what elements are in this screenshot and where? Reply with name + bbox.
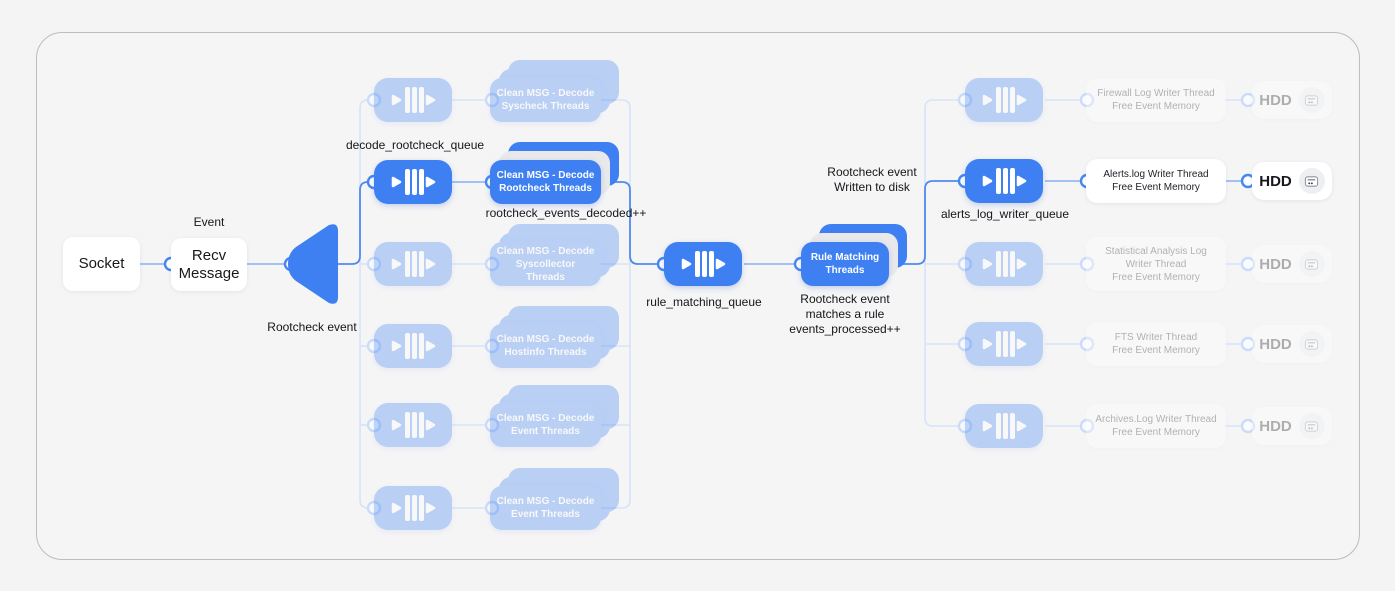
hard-drive-icon: [1298, 168, 1325, 194]
hard-drive-icon: [1298, 331, 1325, 357]
hdd-label: HDD: [1259, 335, 1292, 353]
thread-label: Clean MSG - Decode Hostinfo Threads: [490, 324, 601, 368]
queue-icon: [374, 486, 452, 530]
free-memory-label: Free Event Memory: [1112, 182, 1200, 193]
queue-icon: [965, 159, 1043, 203]
thread-stack: Clean MSG - Decode Syscollector Threads: [490, 224, 619, 286]
diagram-frame: [36, 32, 1360, 560]
writer-thread-card: Firewall Log Writer Thread Free Event Me…: [1086, 78, 1226, 122]
queue-icon: [965, 322, 1043, 366]
writer-thread-label: Statistical Analysis Log Writer Thread: [1105, 245, 1207, 270]
writer-thread-card: Archives.Log Writer Thread Free Event Me…: [1086, 404, 1226, 448]
rule-matching-queue-label: rule_matching_queue: [646, 295, 762, 309]
thread-label: Clean MSG - Decode Syscollector Threads: [490, 242, 601, 286]
hard-drive-icon: [1298, 87, 1325, 113]
hdd-label: HDD: [1259, 91, 1292, 109]
writer-thread-label: FTS Writer Thread: [1114, 332, 1198, 343]
writer-thread-card: FTS Writer Thread Free Event Memory: [1086, 322, 1226, 366]
hdd-node: HDD: [1252, 162, 1332, 200]
socket-label: Socket: [78, 255, 125, 272]
thread-stack: Clean MSG - Decode Syscheck Threads: [490, 60, 619, 122]
event-label: Event: [193, 215, 225, 229]
recv-message-node: Recv Message: [171, 238, 247, 291]
free-memory-label: Free Event Memory: [1112, 101, 1200, 112]
thread-label: Clean MSG - Decode Syscheck Threads: [490, 78, 601, 122]
recv-message-label: Recv Message: [178, 246, 240, 282]
hard-drive-icon: [1298, 413, 1325, 439]
thread-stack: Clean MSG - Decode Hostinfo Threads: [490, 306, 619, 368]
hdd-node: HDD: [1252, 245, 1332, 283]
hdd-node: HDD: [1252, 407, 1332, 445]
queue-icon: [374, 160, 452, 204]
queue-icon: [965, 78, 1043, 122]
thread-stack: Clean MSG - Decode Event Threads: [490, 468, 619, 530]
rule-matching-threads-stack: Rule Matching Threads: [801, 224, 907, 286]
decode-queue-label: decode_rootcheck_queue: [345, 138, 485, 152]
free-memory-label: Free Event Memory: [1112, 271, 1200, 283]
funnel-note: Rootcheck event: [267, 320, 357, 334]
thread-label: Clean MSG - Decode Event Threads: [490, 403, 601, 447]
hdd-label: HDD: [1259, 172, 1292, 190]
queue-icon: [374, 242, 452, 286]
decode-counter-label: rootcheck_events_decoded++: [485, 206, 647, 220]
rule-matching-queue-icon: [664, 242, 742, 286]
hdd-label: HDD: [1259, 417, 1292, 435]
writer-thread-label: Alerts.log Writer Thread: [1103, 169, 1209, 180]
alerts-log-writer-queue-label: alerts_log_writer_queue: [940, 207, 1070, 221]
writer-thread-label: Archives.Log Writer Thread: [1095, 414, 1217, 425]
free-memory-label: Free Event Memory: [1112, 345, 1200, 356]
rule-match-note: Rootcheck event matches a rule events_pr…: [789, 292, 901, 336]
funnel-icon: [288, 224, 338, 304]
hdd-label: HDD: [1259, 255, 1292, 273]
free-memory-label: Free Event Memory: [1112, 427, 1200, 438]
queue-icon: [965, 242, 1043, 286]
written-to-disk-note: Rootcheck event Written to disk: [827, 165, 917, 194]
queue-icon: [374, 403, 452, 447]
rule-matching-threads-label: Rule Matching Threads: [801, 242, 889, 286]
thread-stack: Clean MSG - Decode Rootcheck Threads: [490, 142, 619, 204]
writer-thread-label: Firewall Log Writer Thread: [1097, 88, 1215, 99]
socket-node: Socket: [63, 237, 140, 291]
hdd-node: HDD: [1252, 81, 1332, 119]
queue-icon: [965, 404, 1043, 448]
queue-icon: [374, 78, 452, 122]
queue-icon: [374, 324, 452, 368]
thread-label: Clean MSG - Decode Rootcheck Threads: [490, 160, 601, 204]
thread-label: Clean MSG - Decode Event Threads: [490, 486, 601, 530]
writer-thread-card: Alerts.log Writer Thread Free Event Memo…: [1086, 159, 1226, 203]
hdd-node: HDD: [1252, 325, 1332, 363]
writer-thread-card: Statistical Analysis Log Writer Thread F…: [1086, 237, 1226, 291]
thread-stack: Clean MSG - Decode Event Threads: [490, 385, 619, 447]
hard-drive-icon: [1298, 251, 1325, 277]
